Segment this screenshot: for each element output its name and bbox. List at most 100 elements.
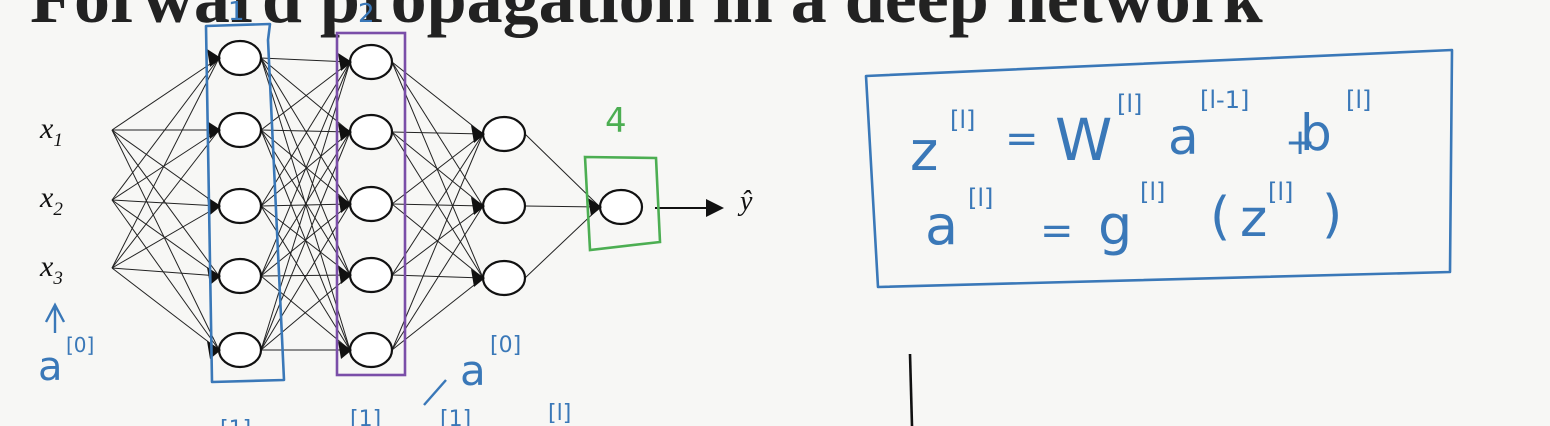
edge-layer2-layer3 [391,133,484,205]
equation-box [864,48,1454,289]
svg-text:x3: x3 [39,250,63,289]
neuron-layer2 [348,256,394,294]
layer1-highlight-box [204,22,286,384]
svg-text:[l]: [l] [950,106,975,134]
bottom-partial-equation: [1] [1] [1] [l] [220,401,571,426]
svg-text:a: a [1168,108,1199,166]
edge-layer2-layer3 [391,205,484,351]
network-neurons [207,39,644,369]
svg-text:(: ( [1210,187,1230,247]
edge-layer1-layer2 [260,129,351,133]
output-arrowhead-icon [706,199,724,217]
neuron-layer3 [481,187,527,225]
edge-input-layer1 [111,205,220,269]
edge-input-layer1 [111,199,220,207]
input-activation-label: a [0] [38,333,94,390]
edge-layer2-layer3 [391,133,484,276]
layer1-number: 1 [228,0,245,27]
pointer-line [423,379,447,406]
svg-text:=: = [1040,208,1074,254]
neuron-layer3 [481,115,527,153]
svg-text:[l]: [l] [1268,178,1293,206]
edge-layer2-layer3 [391,61,484,279]
edge-layer1-layer2 [260,61,351,351]
svg-text:[l]: [l] [1117,90,1142,118]
layer2-number: 2 [358,0,375,29]
layer2-highlight-box [335,31,407,377]
edge-layer1-layer2 [260,274,351,277]
arrowhead-icon [207,49,221,67]
svg-text:W: W [1055,106,1112,174]
edge-layer1-layer2 [260,61,351,277]
svg-text:[l-1]: [l-1] [1200,86,1249,114]
svg-text:a: a [925,194,958,257]
edge-layer1-layer2 [260,203,351,351]
equation-line-1: z [l] = W [l] a [l-1] + b [l] [910,86,1371,183]
svg-text:g: g [1098,194,1132,257]
arrowhead-icon [338,195,352,213]
edge-input-layer1 [111,129,220,201]
edge-input-layer1 [111,267,220,277]
edge-layer2-layer3 [391,205,484,276]
svg-text:[l]: [l] [1140,178,1165,206]
svg-text:[l]: [l] [968,184,993,212]
svg-text:+: + [1285,122,1315,163]
output-yhat: ŷ [737,186,753,217]
edge-input-layer1 [111,129,220,351]
edge-layer1-layer2 [260,129,351,205]
edge-input-layer1 [111,57,220,269]
svg-text:b: b [1300,104,1332,162]
neuron-layer1 [217,331,263,369]
edge-input-layer1 [111,57,220,131]
arrowhead-icon [207,197,221,215]
edge-input-layer1 [111,199,220,351]
arrowhead-icon [471,269,485,287]
slide-title: Forward propagation in a deep network [30,0,1263,38]
svg-text:): ) [1322,185,1342,245]
arrowhead-icon [588,198,602,216]
svg-text:z: z [1240,189,1267,249]
neuron-layer1 [217,257,263,295]
edge-layer2-layer3 [391,131,484,135]
layer4-number: 4 [605,101,627,141]
arrowhead-icon [471,197,485,215]
pen-stroke [908,353,914,426]
arrowhead-icon [207,121,221,139]
input-x1: x1 [39,112,63,151]
svg-text:x2: x2 [39,181,63,220]
svg-text:[l]: [l] [1346,86,1371,114]
edge-input-layer1 [111,267,220,351]
svg-text:[1]: [1] [220,417,251,426]
layer4-highlight-box [583,155,662,252]
neuron-layer4 [598,188,644,226]
arrowhead-icon [338,341,352,359]
svg-text:=: = [1005,116,1039,162]
neuron-layer2 [348,43,394,81]
edge-layer2-layer3 [391,277,484,351]
edge-layer3-layer4 [524,133,601,208]
edge-layer2-layer3 [391,133,484,351]
neuron-layer2 [348,185,394,223]
edge-layer2-layer3 [391,274,484,279]
edge-layer1-layer2 [260,274,351,351]
svg-text:[0]: [0] [66,333,94,357]
edge-layer2-layer3 [391,61,484,207]
neuron-layer2 [348,113,394,151]
edge-layer1-layer2 [260,61,351,131]
neuron-layer2 [348,331,394,369]
svg-text:z: z [910,120,938,183]
edge-layer1-layer2 [260,57,351,133]
arrowhead-icon [471,125,485,143]
svg-text:a: a [460,346,486,395]
input-x2: x2 [39,181,63,220]
equation-line-2: a [l] = g [l] ( z [l] ) [925,178,1342,257]
neuron-layer1 [217,111,263,149]
side-activation-label: a [0] [460,333,521,395]
svg-text:[0]: [0] [490,333,521,358]
edge-layer1-layer2 [260,57,351,63]
caret-up-icon [44,302,66,333]
arrowhead-icon [338,266,352,284]
arrowhead-icon [338,53,352,71]
edge-layer1-layer2 [260,131,351,277]
edge-input-layer1 [111,199,220,277]
